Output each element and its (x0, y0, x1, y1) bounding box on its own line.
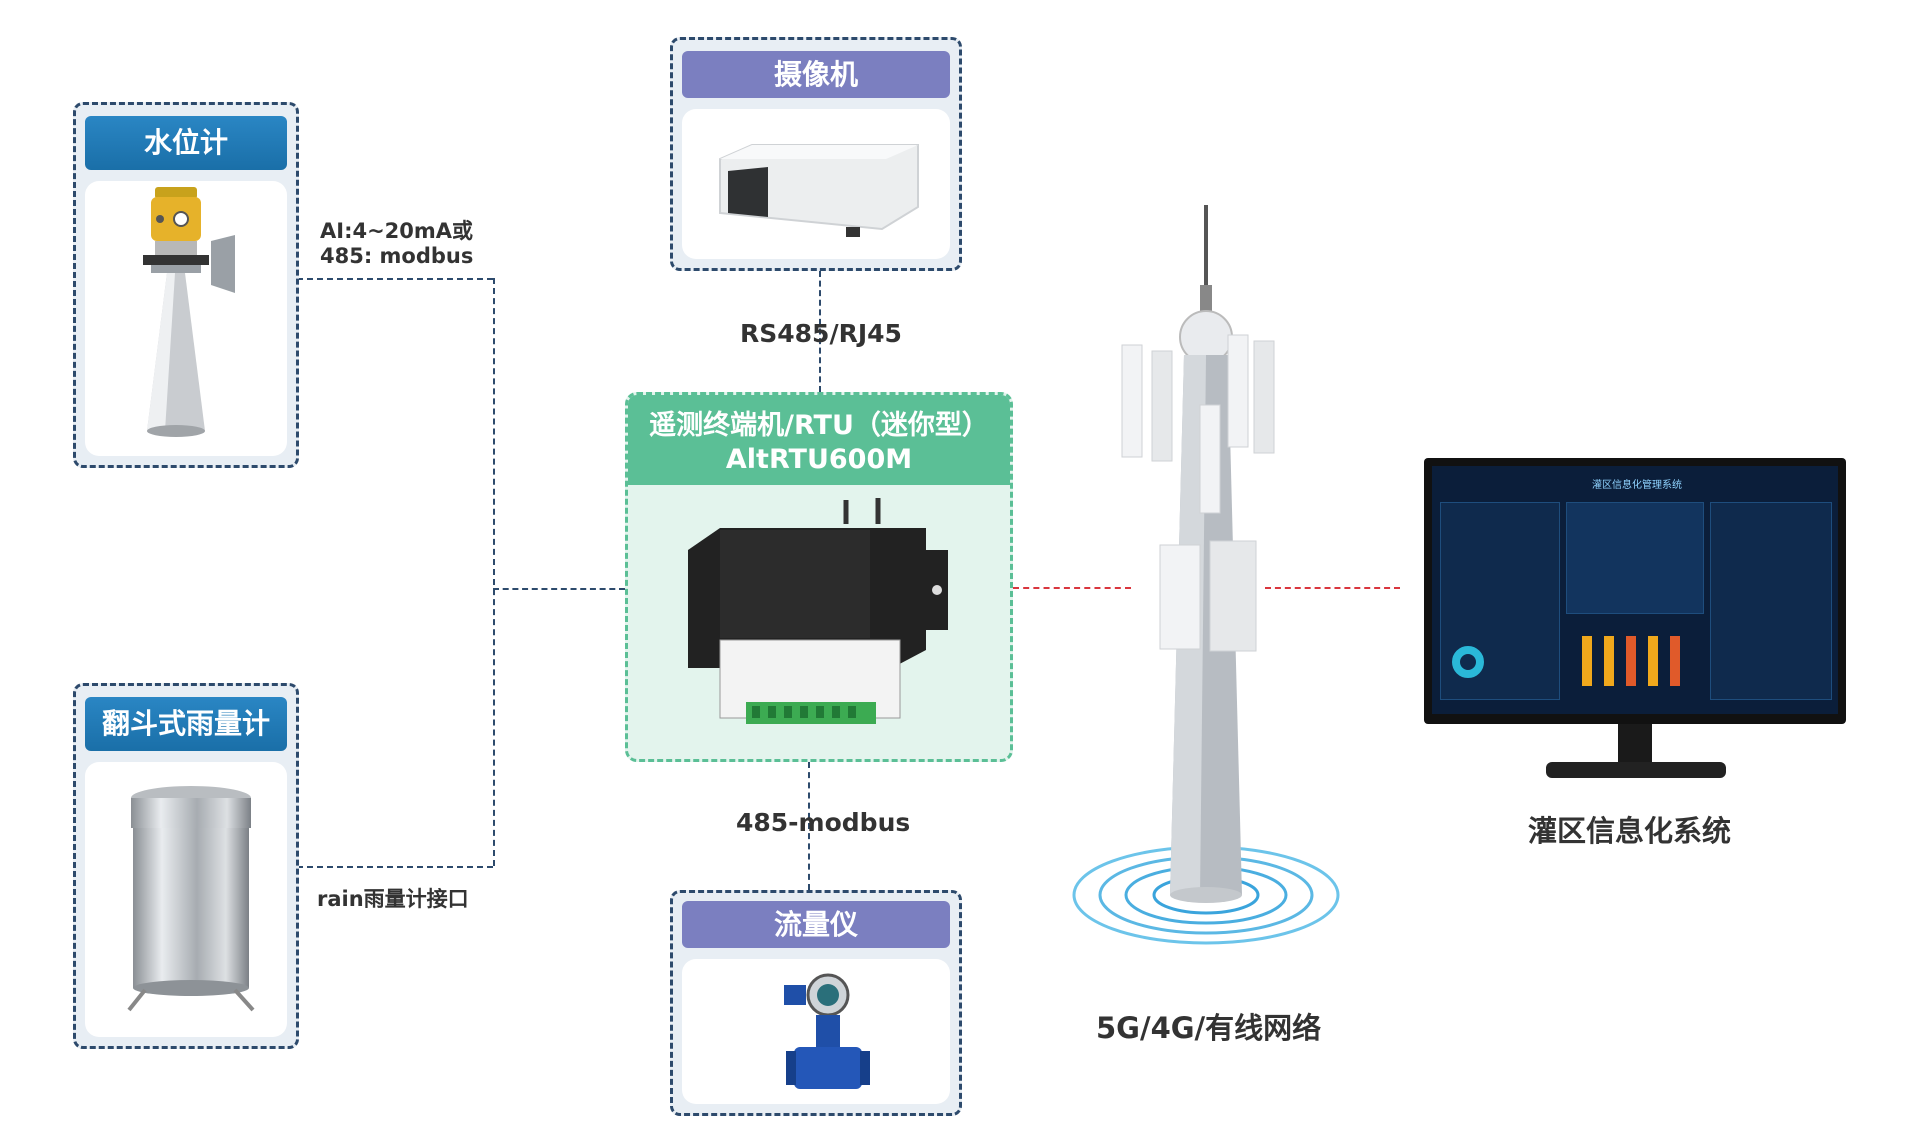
screen-title: 灌区信息化管理系统 (1592, 480, 1682, 491)
water-level-connector (297, 278, 493, 280)
flowmeter-image (682, 959, 950, 1104)
cell-tower-icon (1072, 205, 1340, 945)
flowmeter-card[interactable]: 流量仪 (670, 890, 962, 1116)
screen-bar-1 (1582, 636, 1592, 686)
flowmeter-connector (808, 762, 810, 890)
camera-card[interactable]: 摄像机 (670, 37, 962, 271)
monitor-base (1546, 762, 1726, 778)
rtu-card[interactable]: 遥测终端机/RTU（迷你型） AltRTU600M (625, 392, 1013, 762)
camera-title: 摄像机 (682, 51, 950, 98)
radar-level-meter-icon (143, 187, 235, 437)
screen-bar-5 (1670, 636, 1680, 686)
camera-image (682, 109, 950, 259)
rain-gauge-connector (297, 866, 493, 868)
system-label: 灌区信息化系统 (1528, 814, 1732, 848)
screen-donut (1452, 646, 1484, 678)
rain-gauge-title: 翻斗式雨量计 (85, 697, 287, 751)
monitor-neck (1618, 724, 1652, 764)
rtu-to-tower-link (1013, 587, 1131, 589)
water-level-image (85, 181, 287, 456)
screen-panel-map (1566, 502, 1704, 614)
security-camera-icon (719, 144, 919, 237)
monitor: 灌区信息化管理系统 (1424, 458, 1846, 724)
rtu-device-icon (688, 498, 948, 724)
water-level-card[interactable]: 水位计 (73, 102, 299, 468)
tower-to-system-link (1265, 587, 1400, 589)
electromagnetic-flowmeter-icon (784, 973, 870, 1089)
rain-link-label: rain雨量计接口 (317, 887, 469, 911)
flowmeter-title: 流量仪 (682, 901, 950, 948)
water-level-link-label-1: AI:4~20mA或 (320, 219, 474, 243)
tipping-bucket-rain-gauge-icon (127, 786, 255, 1012)
screen-bar-2 (1604, 636, 1614, 686)
rtu-title-line1: 遥测终端机/RTU（迷你型） (649, 410, 989, 441)
camera-connector (819, 271, 821, 392)
monitor-screen: 灌区信息化管理系统 (1432, 466, 1838, 714)
rtu-title: 遥测终端机/RTU（迷你型） AltRTU600M (628, 395, 1010, 485)
rain-gauge-card[interactable]: 翻斗式雨量计 (73, 683, 299, 1049)
rtu-title-line2: AltRTU600M (725, 444, 913, 475)
network-label: 5G/4G/有线网络 (1096, 1011, 1322, 1045)
screen-bar-3 (1626, 636, 1636, 686)
water-level-link-label-2: 485: modbus (320, 244, 474, 268)
left-bus-line (493, 278, 495, 866)
water-level-title: 水位计 (85, 116, 287, 170)
screen-panel-right (1710, 502, 1832, 700)
camera-link-label: RS485/RJ45 (740, 319, 902, 348)
bus-to-rtu-connector (493, 588, 625, 590)
screen-bar-4 (1648, 636, 1658, 686)
flowmeter-link-label: 485-modbus (736, 808, 911, 837)
rain-gauge-image (85, 762, 287, 1037)
